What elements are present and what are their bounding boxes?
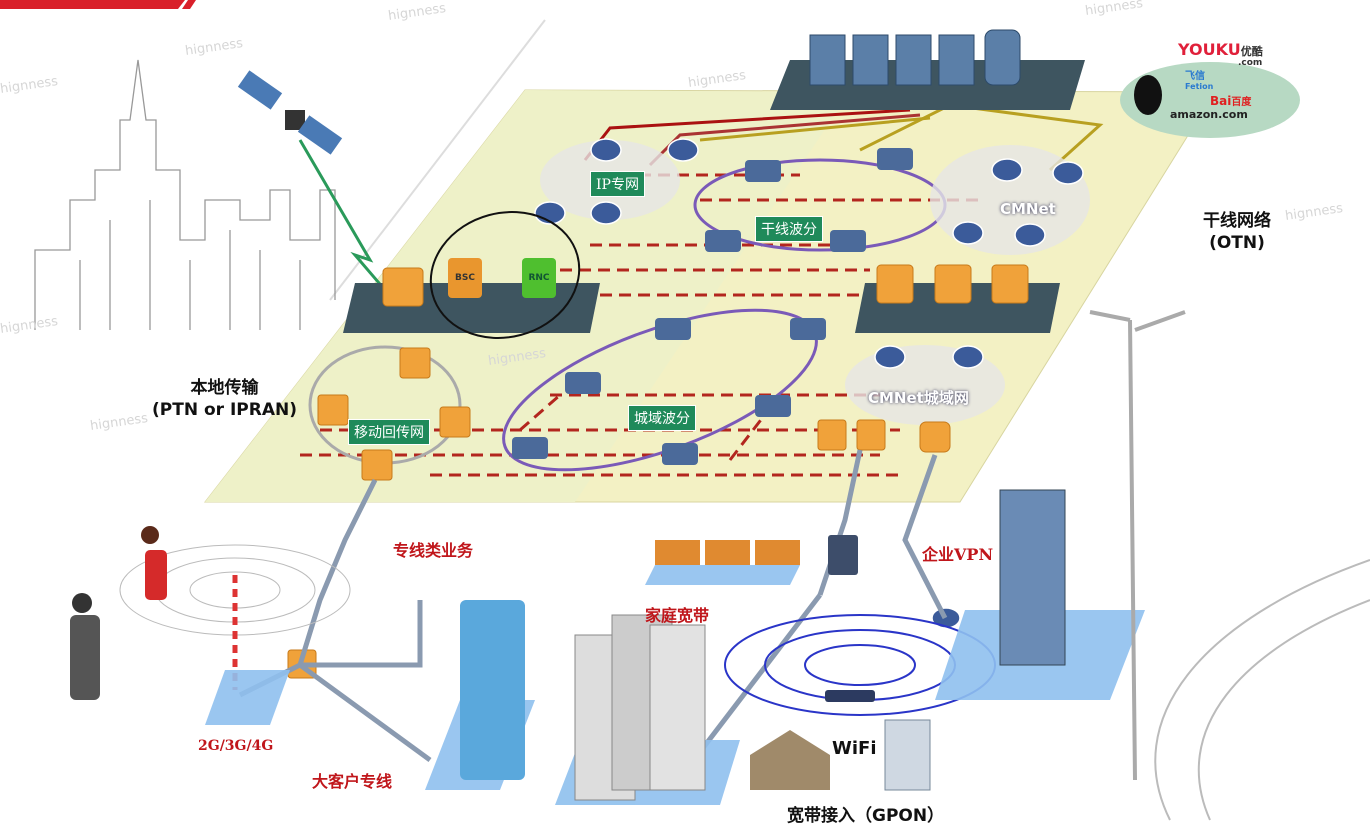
wifi-logo: WiFi <box>832 738 877 759</box>
cmnet-label: CMNet <box>1000 200 1056 218</box>
road <box>1154 559 1370 821</box>
backbone-wdm-label: 干线波分 <box>755 216 823 242</box>
mobile-generation-label: 2G/3G/4G <box>198 738 274 754</box>
youku-logo: YOUKU优酷 <box>1178 40 1263 59</box>
bsc-rnc-highlight <box>429 211 581 339</box>
satellite-icon <box>237 70 387 291</box>
city-skyline-sketch <box>34 59 336 330</box>
qq-penguin-icon <box>1134 75 1162 115</box>
bsc-icon: BSC <box>448 258 482 298</box>
leased-line-services-label: 专线类业务 <box>393 541 474 560</box>
street-lamp <box>1089 310 1186 781</box>
rnc-icon: RNC <box>522 258 556 298</box>
otn-label: 干线网络(OTN) <box>1203 211 1271 253</box>
bsc-label: BSC <box>455 273 475 283</box>
home-broadband-label: 家庭宽带 <box>645 606 710 625</box>
mobile-backhaul-label: 移动回传网 <box>348 419 430 445</box>
people-icons <box>70 526 167 700</box>
gpon-access-label: 宽带接入（GPON） <box>787 806 945 826</box>
rnc-label: RNC <box>528 273 550 283</box>
baidu-logo: Bai百度 <box>1210 94 1252 108</box>
youku-com: .com <box>1238 58 1263 68</box>
enterprise-vpn-label: 企业VPN <box>922 545 994 564</box>
amazon-logo: amazon.com <box>1170 108 1248 121</box>
router-icons <box>534 138 1084 629</box>
header-accent-bar <box>0 0 185 9</box>
buildings <box>460 489 1066 801</box>
wifi-router-icon <box>825 690 875 702</box>
cmnet-metro-label: CMNet城域网 <box>868 389 969 407</box>
server-icons <box>809 29 1021 86</box>
internet-services-cloud <box>1120 62 1300 138</box>
olt-icon <box>828 535 858 575</box>
metro-wdm-label: 城域波分 <box>628 405 696 431</box>
ip-private-network-label: IP专网 <box>590 171 645 197</box>
ptn-node-icons <box>287 264 1029 679</box>
enterprise-line-label: 大客户专线 <box>312 772 393 791</box>
local-transport-label: 本地传输(PTN or IPRAN) <box>152 378 297 420</box>
wdm-node-icons <box>512 148 913 465</box>
